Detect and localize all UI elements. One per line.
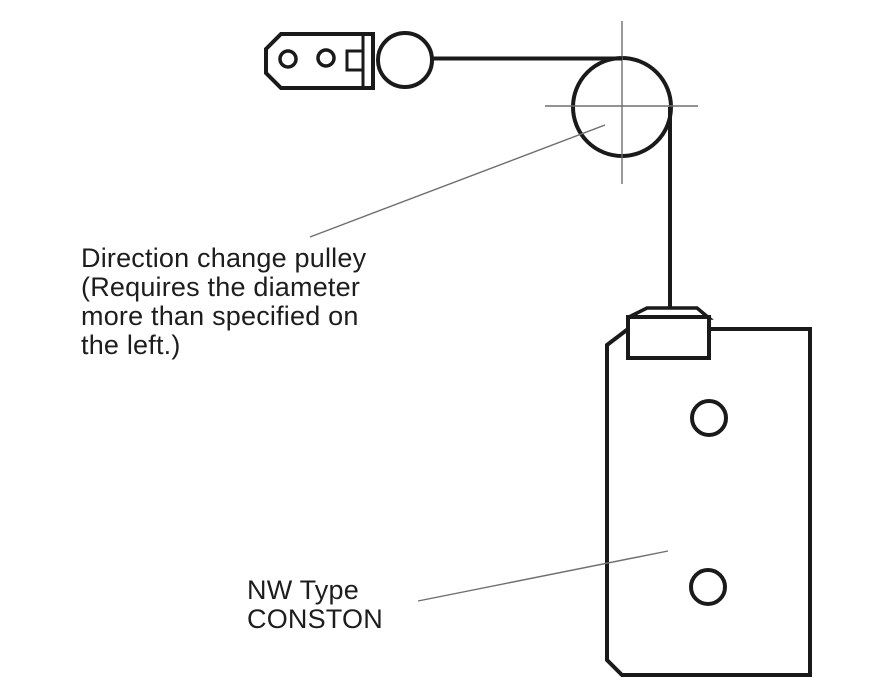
device-name-line-2: CONSTON [247, 604, 383, 634]
pulley-note-label: Direction change pulley (Requires the di… [81, 244, 366, 360]
pulley-note-line-4: the left.) [81, 330, 181, 360]
conston-body-hole-top [690, 399, 728, 437]
pulley-note-line-1: Direction change pulley [81, 243, 367, 273]
cable-attachment-cap [626, 315, 711, 360]
pulley-note-leader-line [309, 124, 606, 238]
conston-body-outline [605, 327, 812, 677]
device-name-line-1: NW Type [247, 575, 359, 605]
pulley-note-line-2: (Requires the diameter [81, 272, 361, 302]
anchor-bracket-hole-left [278, 49, 298, 69]
cable-end-ball [376, 31, 434, 89]
anchor-bracket-notch [345, 49, 365, 72]
device-label-leader-line [417, 550, 669, 602]
device-name-label: NW Type CONSTON [247, 576, 383, 634]
pulley-note-line-3: more than specified on [81, 301, 359, 331]
conston-body-hole-bottom [689, 568, 727, 606]
anchor-bracket-hole-right [316, 48, 336, 68]
